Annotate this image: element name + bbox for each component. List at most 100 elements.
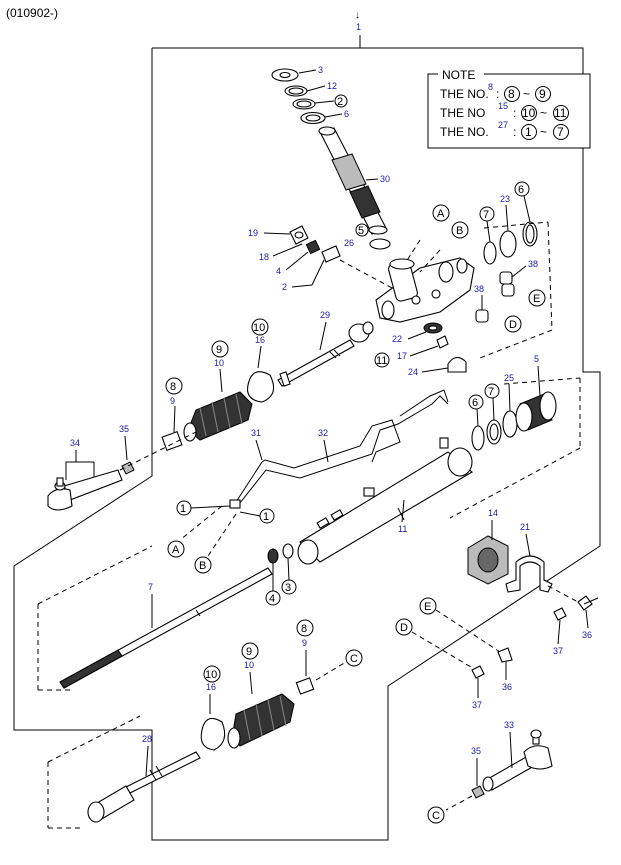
ref-A-lower-circle bbox=[167, 540, 185, 558]
label-7b: 7 bbox=[488, 386, 494, 398]
note-row-2-to-circle bbox=[553, 105, 569, 121]
note-row-1-prefix: THE NO. bbox=[440, 87, 489, 101]
part-9-bushing-lower bbox=[295, 677, 315, 695]
label-38b: 38 bbox=[474, 284, 484, 294]
label-5b: 5 bbox=[534, 354, 539, 364]
note-row-3-tilde: ~ bbox=[540, 125, 547, 139]
label-16a: 16 bbox=[255, 335, 265, 345]
label-35a: 35 bbox=[119, 424, 129, 434]
label-26: 26 bbox=[344, 238, 354, 248]
note-row-1-to: 9 bbox=[539, 87, 546, 101]
ref-B-circle bbox=[451, 221, 469, 239]
part-7-rack bbox=[59, 567, 273, 689]
label-6b: 6 bbox=[518, 184, 524, 196]
gear-housing bbox=[375, 257, 475, 323]
part-36-bolt-right bbox=[577, 595, 593, 611]
note-row-2-sep: : bbox=[513, 106, 516, 120]
part-25-ring bbox=[502, 410, 518, 438]
label-2: 2 bbox=[337, 96, 343, 108]
label-9d: 9 bbox=[302, 638, 307, 648]
tube-lines bbox=[229, 389, 449, 509]
label-3: 3 bbox=[318, 65, 323, 75]
note-row-3-from-circle bbox=[521, 124, 537, 140]
label-11b: 11 bbox=[398, 524, 407, 534]
label-18: 18 bbox=[259, 252, 269, 262]
part-14-mount-rubber bbox=[467, 535, 509, 585]
label-14: 14 bbox=[488, 508, 498, 518]
label-33: 33 bbox=[504, 720, 514, 730]
part-23-bushing bbox=[499, 230, 517, 258]
label-1b: 1 bbox=[263, 511, 269, 523]
label-23: 23 bbox=[500, 194, 510, 204]
label-5: 5 bbox=[358, 225, 364, 237]
yoke-parts bbox=[289, 225, 341, 263]
part-2-yoke bbox=[321, 245, 341, 263]
ref-E-lower-circle bbox=[419, 597, 437, 615]
ref-B-lower-circle bbox=[194, 556, 212, 574]
label-10d: 10 bbox=[205, 669, 217, 681]
label-36a: 36 bbox=[582, 630, 592, 640]
label-8a: 8 bbox=[170, 381, 176, 393]
part-17-nut bbox=[436, 335, 449, 349]
label-7c: 7 bbox=[148, 582, 153, 592]
part-28-inner-tie-rod bbox=[87, 751, 201, 823]
note-row-2-from: 10 bbox=[522, 106, 536, 120]
ref-D-circle bbox=[504, 315, 522, 333]
ref-D-lower-circle bbox=[395, 618, 413, 636]
label-9a: 9 bbox=[216, 344, 222, 356]
label-9c: 9 bbox=[246, 646, 252, 658]
right-seals-upper bbox=[483, 221, 538, 265]
note-row-1-tilde: ~ bbox=[523, 87, 530, 101]
part-5-ring bbox=[368, 225, 388, 235]
ref-C-upper: C bbox=[350, 653, 358, 665]
label-11: 11 bbox=[376, 355, 387, 367]
ref-B: B bbox=[456, 225, 463, 237]
diagram-code: (010902-) bbox=[6, 6, 58, 20]
label-17: 17 bbox=[397, 351, 407, 361]
part-21-mount-bracket bbox=[505, 555, 553, 593]
label-1a: 1 bbox=[180, 503, 186, 515]
label-6c: 6 bbox=[472, 397, 478, 409]
part-9-bushing bbox=[161, 430, 183, 452]
label-30: 30 bbox=[380, 174, 390, 184]
part-37-washer-left bbox=[471, 665, 485, 679]
label-3b: 3 bbox=[285, 582, 291, 594]
part-16-band bbox=[247, 371, 275, 403]
ref-C-lower: C bbox=[432, 810, 440, 822]
label-6: 6 bbox=[344, 109, 349, 119]
label-16b: 16 bbox=[206, 682, 216, 692]
part-26-bearing bbox=[369, 238, 391, 250]
note-box: NOTE THE NO. 8 : 8 ~ 9 THE NO 15 : 10 ~ … bbox=[427, 68, 591, 149]
part-33-outer-tie-rod bbox=[482, 729, 553, 792]
label-10b: 10 bbox=[214, 358, 224, 368]
ref-B-lower: B bbox=[199, 560, 206, 572]
label-21: 21 bbox=[520, 522, 530, 532]
ref-A-lower: A bbox=[172, 544, 180, 556]
note-row-2-no: 15 bbox=[498, 101, 508, 111]
label-2b: 2 bbox=[282, 282, 287, 292]
part-10-boot-lower bbox=[227, 693, 295, 749]
label-37a: 37 bbox=[553, 646, 563, 656]
part-37-washer-right bbox=[553, 607, 567, 621]
label-2-circle bbox=[334, 94, 348, 108]
label-34: 34 bbox=[70, 438, 80, 448]
note-title: NOTE bbox=[442, 68, 475, 82]
label-31: 31 bbox=[251, 428, 261, 438]
label-4b: 4 bbox=[269, 593, 275, 605]
note-row-3-no: 27 bbox=[498, 120, 508, 130]
part-16-band-lower bbox=[200, 717, 226, 751]
part-4-spring bbox=[305, 239, 321, 255]
part-10-boot-upper bbox=[183, 391, 253, 442]
label-36b: 36 bbox=[502, 682, 512, 692]
part-24-cap bbox=[447, 356, 467, 373]
part-7-seal bbox=[483, 241, 497, 265]
ref-D-lower: D bbox=[400, 622, 408, 634]
ref-E: E bbox=[533, 293, 540, 305]
label-19: 19 bbox=[248, 228, 258, 238]
label-8b: 8 bbox=[301, 623, 307, 635]
label-28: 28 bbox=[142, 734, 152, 744]
label-29: 29 bbox=[320, 310, 330, 320]
label-10a: 10 bbox=[253, 322, 265, 334]
note-row-2-to: 11 bbox=[554, 106, 567, 120]
